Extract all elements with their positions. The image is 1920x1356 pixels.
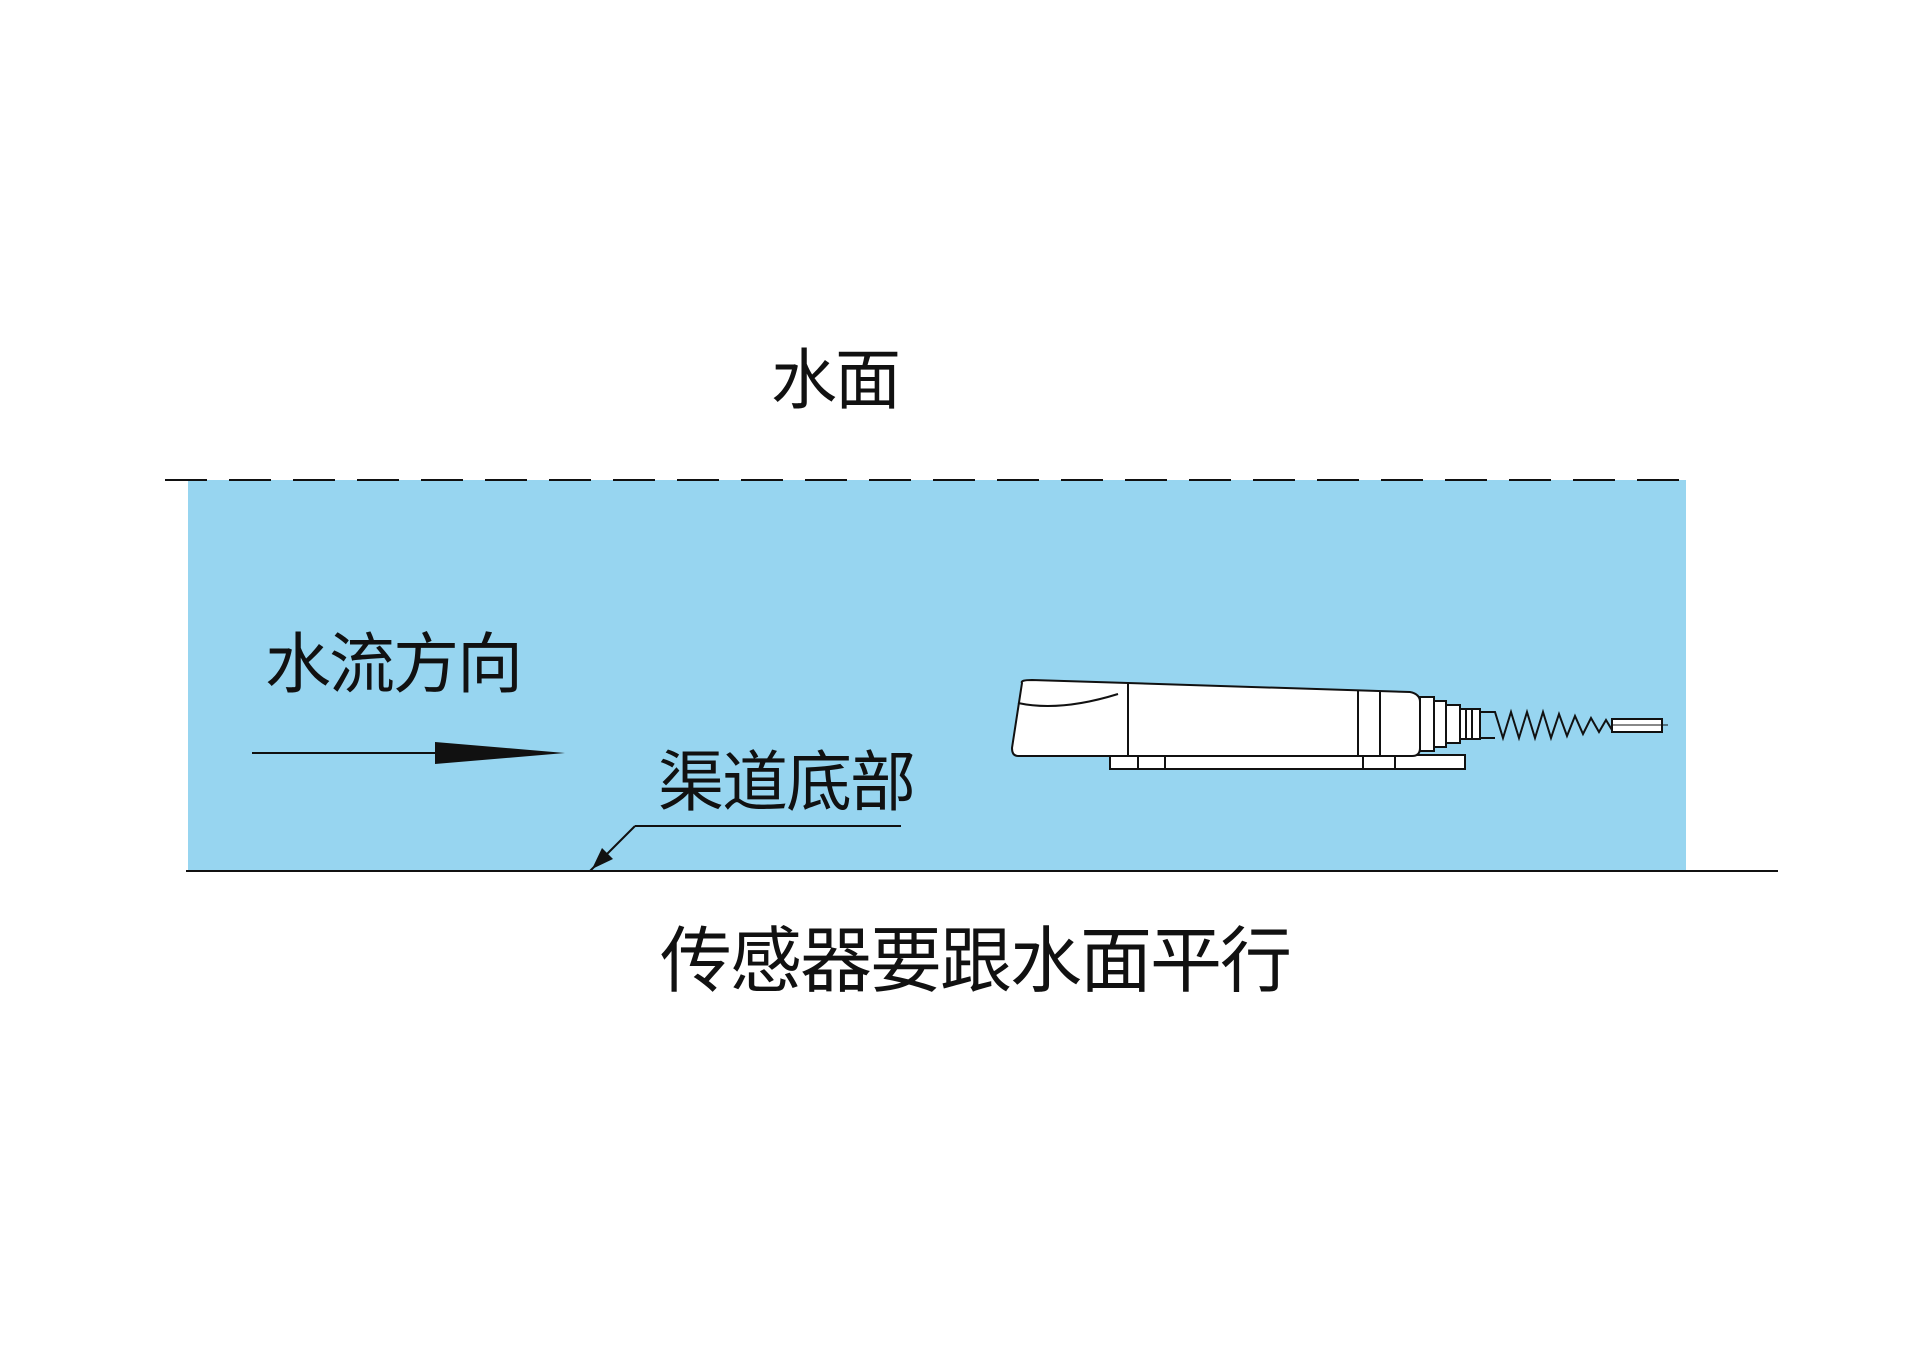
instruction-label: 传感器要跟水面平行 xyxy=(660,919,1292,1003)
channel-bottom-leader xyxy=(589,825,901,872)
leader-arrow-icon xyxy=(592,848,613,869)
sensor-icon xyxy=(1010,678,1668,770)
flow-direction-arrow-icon xyxy=(252,742,565,764)
water-body xyxy=(188,480,1686,870)
sensor-connector xyxy=(1419,696,1435,752)
water-surface-label: 水面 xyxy=(771,342,901,419)
channel-bottom-label: 渠道底部 xyxy=(658,744,916,821)
flow-direction-label: 水流方向 xyxy=(265,626,523,703)
sensor-base-plate xyxy=(1109,754,1466,770)
sensor-cable-spring xyxy=(1480,708,1613,742)
